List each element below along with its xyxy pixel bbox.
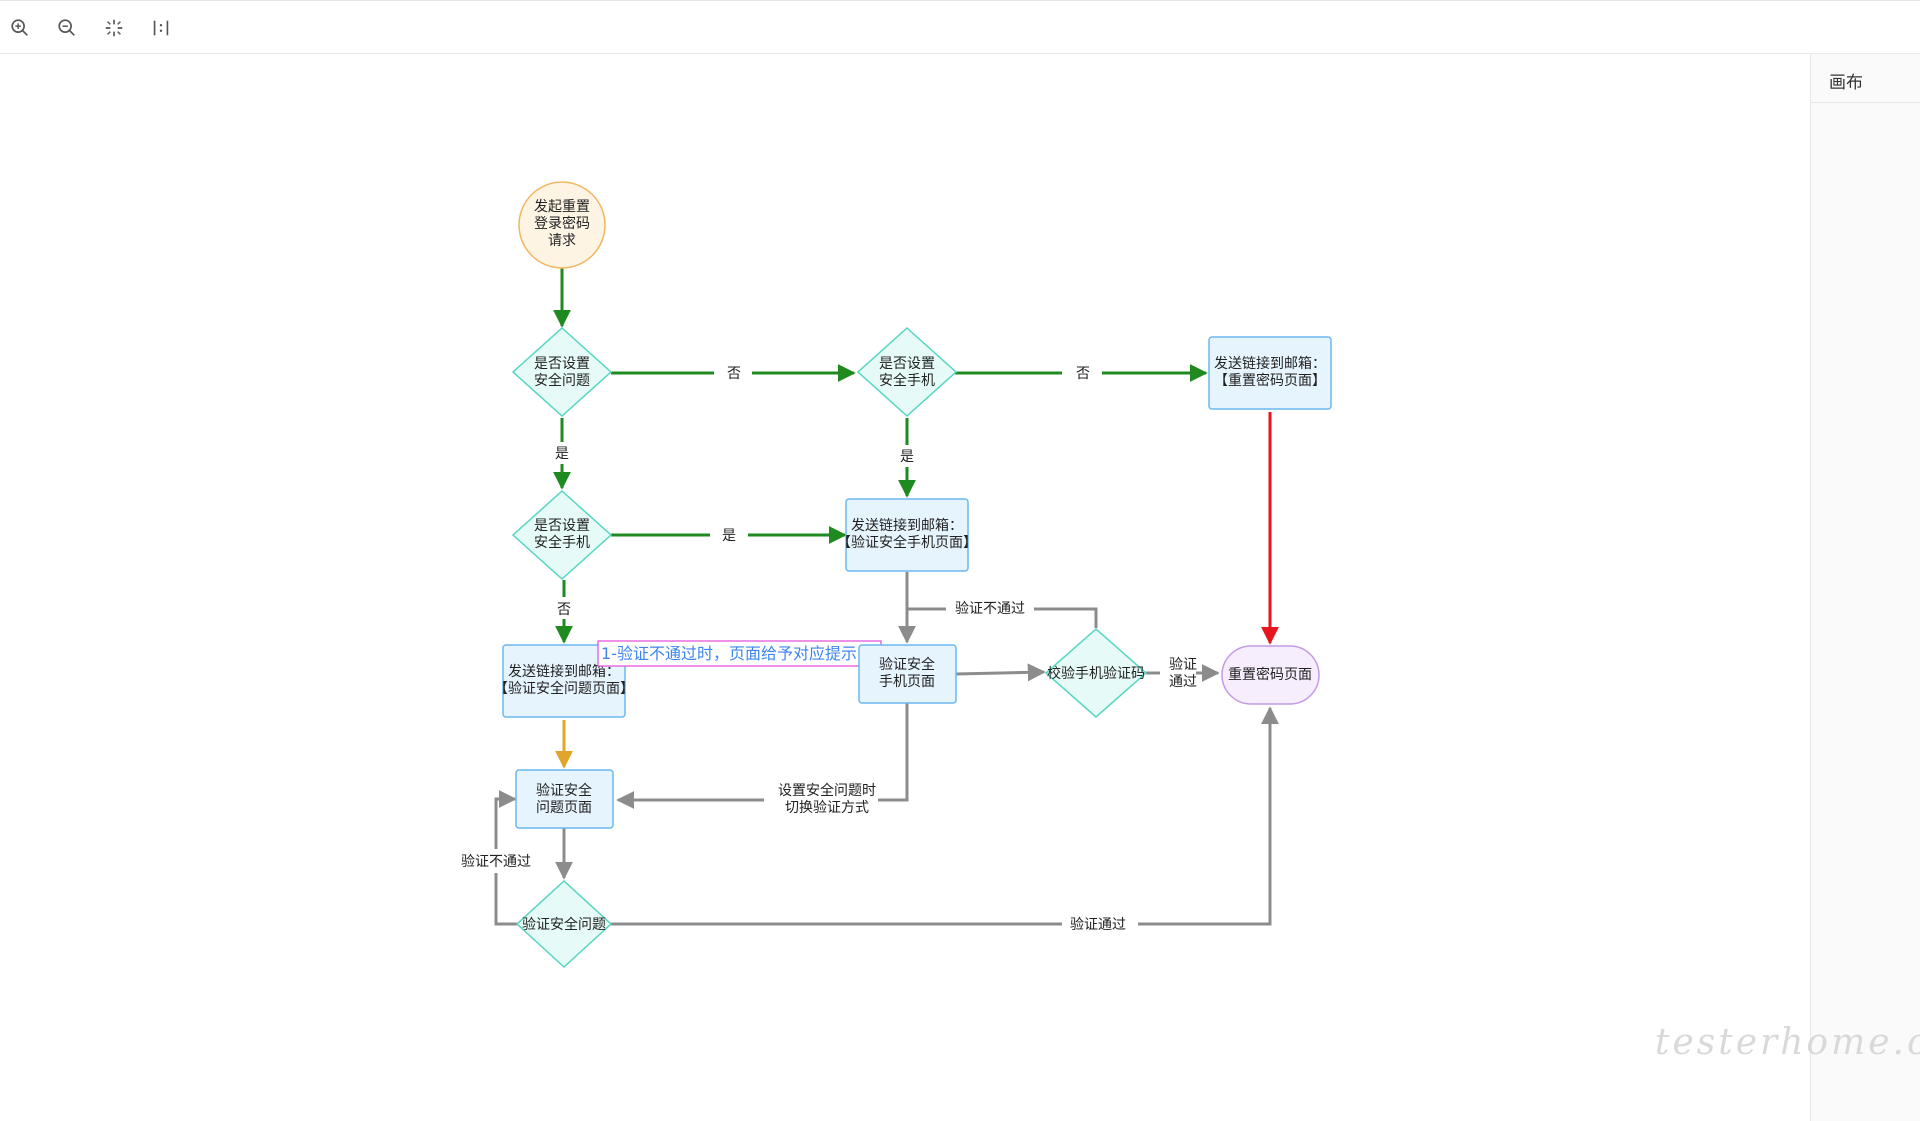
actual-size-icon [153, 20, 169, 36]
edge-labels: 否 否 是 是 是 否 验证不通过 验证 通过 设置安全问题时 切换验证方式 验… [461, 366, 1197, 933]
watermark: testerhome.com [1655, 1022, 1920, 1063]
decision-phone-top-line-2: 安全手机 [879, 372, 935, 389]
label-no-1: 否 [727, 366, 741, 382]
edge-switch-to-question[interactable] [618, 703, 909, 800]
verify-phone-page-line-1: 验证安全 [879, 656, 935, 673]
tab-canvas[interactable]: 画布 [1829, 73, 1863, 93]
zoom-out-button[interactable] [54, 15, 80, 41]
side-panel-divider [1811, 102, 1920, 103]
verify-phone-page-line-2: 手机页面 [879, 674, 935, 690]
label-yes-1: 是 [555, 446, 569, 462]
edge-check-code-fail[interactable] [907, 607, 1098, 628]
node-email-verify-question[interactable]: 发送链接到邮箱： 【验证安全问题页面】 [494, 644, 634, 718]
decision-phone-left-line-1: 是否设置 [534, 518, 590, 534]
actual-size-button[interactable] [148, 15, 174, 41]
zoom-in-button[interactable] [7, 15, 33, 41]
node-email-reset[interactable]: 发送链接到邮箱： 【重置密码页面】 [1208, 336, 1332, 410]
email-reset-line-2: 【重置密码页面】 [1214, 372, 1326, 389]
label-yes-2: 是 [900, 449, 914, 465]
label-switch-2: 切换验证方式 [785, 799, 869, 816]
verify-question-text: 验证安全问题 [522, 916, 606, 933]
decision-phone-left-line-2: 安全手机 [534, 534, 590, 551]
side-panel: 画布 [1810, 54, 1920, 1121]
label-yes-3: 是 [722, 528, 736, 544]
email-verify-phone-line-1: 发送链接到邮箱： [851, 517, 963, 534]
label-no-3: 否 [557, 602, 571, 618]
label-pass-question: 验证通过 [1070, 917, 1126, 933]
node-decision-phone-left[interactable]: 是否设置 安全手机 [511, 489, 613, 581]
decision-question-line-1: 是否设置 [534, 356, 590, 372]
label-fail-question: 验证不通过 [461, 854, 531, 870]
email-reset-line-1: 发送链接到邮箱： [1214, 355, 1326, 372]
decision-phone-top-line-1: 是否设置 [879, 356, 935, 372]
edge-question-fail-loop[interactable] [494, 799, 520, 926]
label-switch-1: 设置安全问题时 [778, 782, 876, 799]
node-decision-security-question[interactable]: 是否设置 安全问题 [511, 326, 613, 418]
verify-question-page-line-1: 验证安全 [536, 782, 592, 799]
node-decision-phone-top[interactable]: 是否设置 安全手机 [856, 326, 958, 418]
email-verify-question-line-1: 发送链接到邮箱： [508, 663, 620, 680]
start-line-2: 登录密码 [534, 215, 590, 232]
node-reset-page[interactable]: 重置密码页面 [1221, 645, 1320, 705]
node-start[interactable]: 发起重置 登录密码 请求 [518, 181, 606, 269]
node-verify-phone-page[interactable]: 验证安全 手机页面 [858, 644, 957, 704]
zoom-in-icon [11, 19, 28, 36]
note-annotation[interactable]: 1-验证不通过时，页面给予对应提示 [597, 640, 882, 667]
reset-page-text: 重置密码页面 [1228, 666, 1312, 683]
email-verify-question-line-2: 【验证安全问题页面】 [494, 680, 634, 697]
toolbar [0, 0, 1920, 54]
email-verify-phone-line-2: 【验证安全手机页面】 [837, 534, 977, 551]
label-pass-phone-1: 验证 [1169, 657, 1197, 673]
decision-question-line-2: 安全问题 [534, 372, 590, 389]
label-fail-phone: 验证不通过 [955, 601, 1025, 617]
diagram-canvas[interactable] [0, 54, 1810, 1121]
zoom-out-icon [58, 19, 75, 36]
check-code-text: 校验手机验证码 [1047, 665, 1145, 682]
fit-view-icon [105, 19, 123, 37]
edge-question-pass-to-reset-page[interactable] [610, 708, 1270, 926]
node-verify-question-page[interactable]: 验证安全 问题页面 [515, 769, 614, 829]
node-email-verify-phone[interactable]: 发送链接到邮箱： 【验证安全手机页面】 [837, 498, 977, 572]
node-decision-verify-question[interactable]: 验证安全问题 [515, 879, 613, 969]
node-decision-check-code[interactable]: 校验手机验证码 [1044, 628, 1148, 718]
start-line-3: 请求 [548, 233, 576, 249]
start-line-1: 发起重置 [534, 199, 590, 215]
fit-view-button[interactable] [101, 15, 127, 41]
note-text: 1-验证不通过时，页面给予对应提示 [601, 644, 857, 663]
label-pass-phone-2: 通过 [1169, 674, 1197, 690]
edge-phone-page-to-check-code[interactable] [955, 663, 1046, 682]
edges [494, 268, 1270, 926]
verify-question-page-line-2: 问题页面 [536, 800, 592, 816]
label-no-2: 否 [1076, 366, 1090, 382]
